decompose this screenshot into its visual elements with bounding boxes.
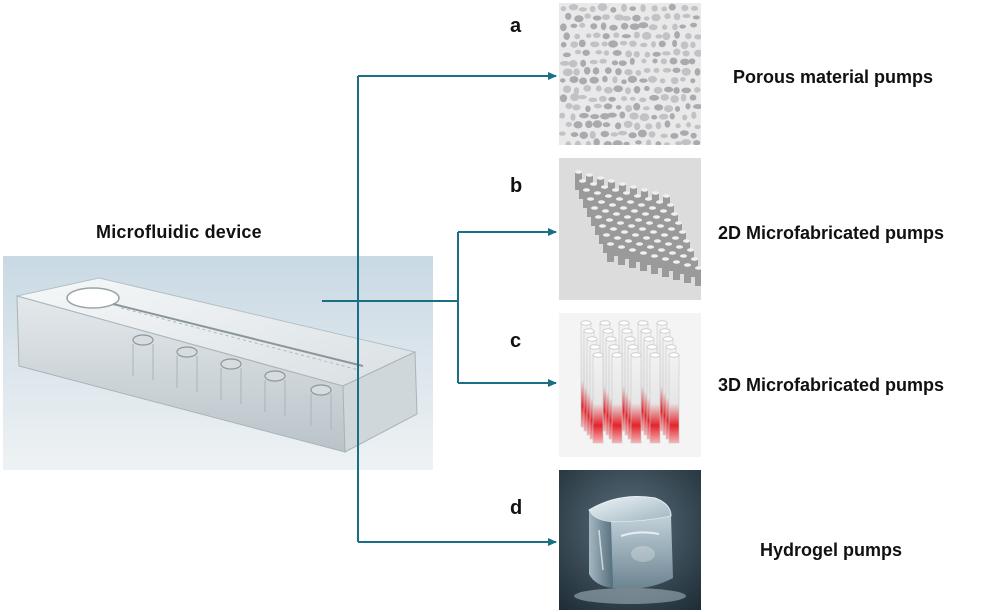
panel-letter-d: d xyxy=(510,497,523,519)
panel-letter-a: a xyxy=(510,15,522,37)
3d-micropillar-image xyxy=(559,313,701,457)
pump-label-3d: 3D Microfabricated pumps xyxy=(718,375,945,395)
microfluidic-device-image xyxy=(3,256,433,470)
source-label: Microfluidic device xyxy=(96,222,262,242)
pump-label-porous: Porous material pumps xyxy=(733,67,934,87)
panel-letter-c: c xyxy=(510,330,522,352)
porous-material-image xyxy=(559,3,701,145)
pump-label-2d: 2D Microfabricated pumps xyxy=(718,223,945,243)
panel-letter-b: b xyxy=(510,175,523,197)
2d-micropillar-image xyxy=(559,158,701,300)
pump-label-hydrogel: Hydrogel pumps xyxy=(760,540,903,560)
hydrogel-cube-image xyxy=(559,470,701,610)
